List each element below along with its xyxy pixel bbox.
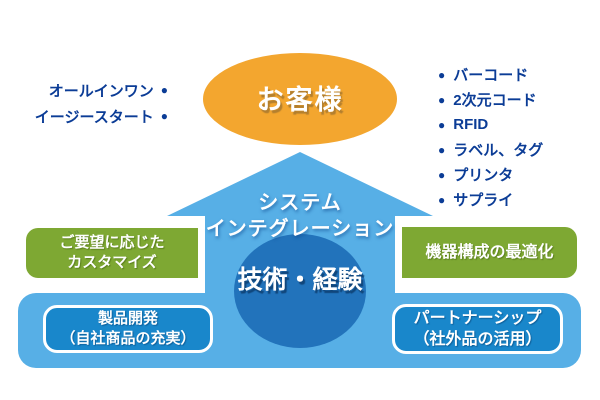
partnership-pill xyxy=(392,304,563,354)
system-integration-line2: インテグレーション xyxy=(205,218,395,240)
bullet-icon: ● xyxy=(438,192,446,207)
optimization-label: 機器構成の最適化 xyxy=(425,244,554,261)
customize-line1: ご要望に応じた xyxy=(59,234,165,251)
product-item: ● ラベル、タグ xyxy=(438,137,543,162)
feature-item-label: オールインワン xyxy=(48,82,154,100)
customize-line2: カスタマイズ xyxy=(67,254,157,271)
product-item: ● プリンタ xyxy=(438,162,543,187)
customer-label: お客様 xyxy=(256,85,344,115)
bullet-icon: ● xyxy=(160,109,168,123)
product-item: ● バーコード xyxy=(438,62,543,87)
customer-ellipse xyxy=(203,53,397,145)
customize-label: ご要望に応じた カスタマイズ xyxy=(26,233,198,273)
feature-list-left: オールインワン ● イージースタート ● xyxy=(0,77,168,129)
bullet-icon: ● xyxy=(438,142,446,157)
product-item-label: サプライ xyxy=(453,192,514,209)
partnership-line1: パートナーシップ xyxy=(413,310,542,327)
product-item-label: プリンタ xyxy=(453,167,514,184)
product-item-label: バーコード xyxy=(453,67,529,84)
bullet-icon: ● xyxy=(438,92,446,107)
customize-box xyxy=(26,228,198,278)
product-item: ● 2次元コード xyxy=(438,87,543,112)
feature-item-label: イージースタート xyxy=(34,108,154,126)
bullet-icon: ● xyxy=(438,117,446,132)
product-item: ● RFID xyxy=(438,112,543,137)
partnership-line2: （社外品の活用） xyxy=(413,331,542,348)
product-dev-line1: 製品開発 xyxy=(97,310,158,327)
core-circle xyxy=(234,234,366,348)
product-dev-label: 製品開発 （自社商品の充実） xyxy=(43,309,213,349)
product-dev-line2: （自社商品の充実） xyxy=(60,330,196,347)
system-integration-label: システム インテグレーション xyxy=(130,190,470,242)
bullet-icon: ● xyxy=(438,167,446,182)
feature-item: イージースタート ● xyxy=(0,103,168,129)
feature-item: オールインワン ● xyxy=(0,77,168,103)
core-label: 技術・経験 xyxy=(237,266,363,294)
product-list-right: ● バーコード ● 2次元コード ● RFID ● ラベル、タグ ● プリンタ … xyxy=(438,62,543,212)
product-item-label: RFID xyxy=(453,116,489,133)
system-integration-line1: システム xyxy=(258,192,342,214)
bullet-icon: ● xyxy=(160,83,168,97)
product-item-label: ラベル、タグ xyxy=(453,142,544,159)
product-item-label: 2次元コード xyxy=(453,92,537,109)
partnership-label: パートナーシップ （社外品の活用） xyxy=(392,308,563,350)
product-dev-pill xyxy=(43,305,213,353)
bullet-icon: ● xyxy=(438,67,446,82)
product-item: ● サプライ xyxy=(438,187,543,212)
optimization-box xyxy=(402,227,577,278)
up-arrow-polygon xyxy=(167,152,433,310)
